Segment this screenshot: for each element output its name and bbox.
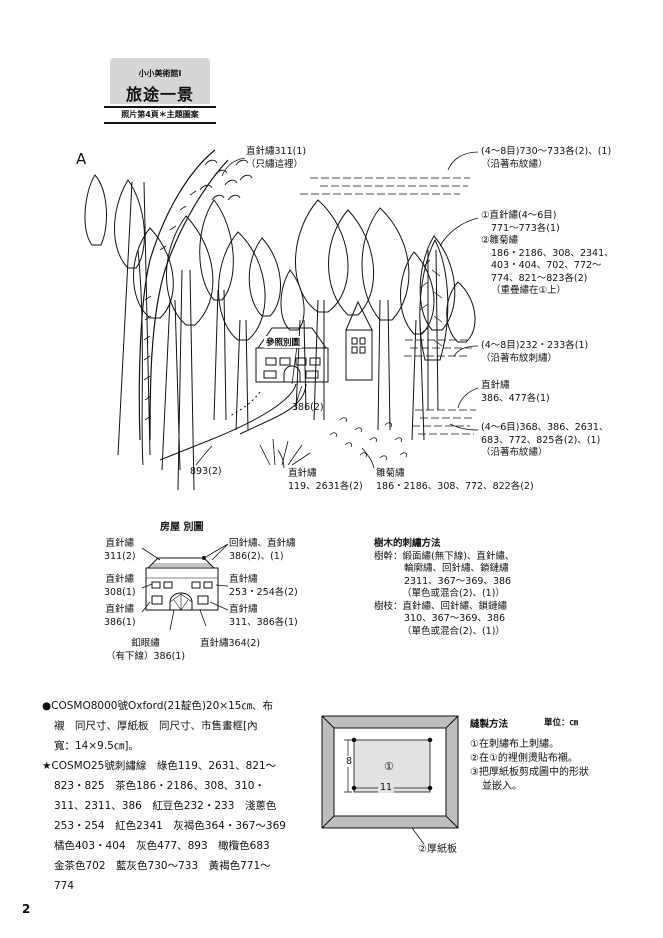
house-diagram-title: 房屋 別圖: [160, 522, 204, 533]
materials-line: 橘色403・404 灰色477、893 橄欖色683: [54, 840, 270, 852]
tree-method-line: （單色或混合(2)、(1)）: [402, 625, 505, 637]
label-line: 308(1): [104, 586, 136, 598]
label-leaves: 雛菊繡 186・2186、308、772、822各(2): [376, 468, 534, 493]
label-line: 386(1): [104, 616, 136, 628]
label-line: 直針繡: [105, 574, 135, 585]
materials-line: 311、2311、386 紅豆色232・233 淺蔥色: [54, 800, 277, 812]
sewing-unit: 單位：㎝: [544, 718, 579, 728]
section-label: A: [76, 150, 87, 168]
label-line: 774、821〜823各(2): [491, 272, 588, 284]
house-label-bottom-left: 釦眼繡 （有下線）386(1): [106, 638, 185, 663]
house-label-left1: 直針繡 311(2): [104, 538, 136, 563]
label-line: 回針繡、直針繡: [229, 538, 296, 549]
label-line: 186・2186、308、772、822各(2): [376, 480, 534, 492]
sewing-title: 縫製方法: [470, 719, 509, 730]
frame-diagram: [321, 715, 459, 845]
frame-dim-width: 11: [378, 782, 395, 793]
label-line: 直針繡311(1): [246, 146, 307, 157]
materials-line: 寬：14×9.5㎝]。: [54, 740, 139, 752]
label-path: 386(2): [292, 402, 324, 413]
tree-method-line: 2311、367〜369、386: [404, 575, 512, 587]
label-line: 直針繡: [105, 538, 135, 549]
label-line: 386(2)、(1): [229, 550, 284, 562]
frame-inner-label: ①: [384, 760, 394, 773]
tree-method-line: 310、367〜369、386: [404, 613, 506, 624]
label-straight-stitch: 直針繡 386、477各(1): [481, 380, 550, 405]
label-line: 直針繡: [229, 604, 258, 615]
frame-caption: ②厚紙板: [418, 844, 457, 855]
label-line: （重疊繡在①上）: [491, 285, 567, 296]
page-subtitle: 照片第4頁＊主題圖案: [121, 110, 199, 119]
materials-line: 823・825 茶色186・2186、308、310・: [54, 780, 265, 792]
materials-line: ●COSMO8000號Oxford(21靛色)20×15㎝、布: [42, 700, 273, 712]
sewing-step: ③把厚紙板剪成圖中的形狀: [470, 767, 589, 778]
sewing-step: ①在刺繡布上刺繡。: [470, 739, 559, 750]
house-label-right2: 直針繡 253・254各(2): [229, 574, 298, 599]
house-label-right3: 直針繡 311、386各(1): [229, 604, 298, 629]
page-title: 旅途一景: [125, 85, 194, 104]
materials-line: ★COSMO25號刺繡線 綠色119、2631、821〜: [42, 760, 277, 772]
label-fence-mid: (4〜8目)232・233各(1) （沿著布紋刺繡）: [481, 340, 588, 365]
label-line: （沿著布紋刺繡）: [481, 352, 558, 364]
title-header: 小小美術館Ⅰ 旅途一景 照片第4頁＊主題圖案: [104, 58, 216, 126]
house-diagram-wall: [145, 567, 219, 611]
label-line: 直針繡: [105, 604, 135, 615]
label-line: (4〜6目)368、386、2631、: [481, 422, 609, 433]
sewing-steps: ①在刺繡布上刺繡。 ②在①的裡側燙貼布襯。 ③把厚紙板剪成圖中的形狀 並嵌入。: [470, 738, 589, 794]
sewing-step: ②在①的裡側燙貼布襯。: [470, 753, 578, 764]
tree-method-line: 樹枝：直針繡、回針繡、鎖鏈繡: [374, 600, 508, 612]
label-line: (4〜8目)730〜733各(2)、(1): [481, 146, 612, 157]
label-line: 119、2631各(2): [288, 480, 363, 492]
frame-dim-height: 8: [346, 756, 353, 767]
materials-line: 襯 同尺寸、厚紙板 同尺寸、市售畫框[內: [54, 720, 258, 732]
label-line: ①直針繡(4〜6目): [481, 210, 557, 221]
house-diagram: [141, 543, 229, 631]
label-line: 403・404、702、772〜: [491, 260, 602, 271]
label-line: 直針繡: [229, 574, 258, 585]
house-label-right1: 回針繡、直針繡 386(2)、(1): [229, 538, 296, 563]
label-line: 771〜773各(1): [491, 222, 560, 234]
label-line: （沿著布紋繡）: [481, 158, 548, 170]
label-line: ②雛菊繡: [481, 235, 519, 246]
materials-line: 金茶色702 藍灰色730〜733 黃褐色771〜: [54, 860, 271, 872]
label-stitch-top-right: (4〜8目)730〜733各(2)、(1) （沿著布紋繡）: [481, 146, 611, 171]
label-line: 釦眼繡: [131, 638, 160, 649]
house-label-bottom-right: 直針繡364(2): [200, 638, 261, 649]
tree-method: 樹木的刺繡方法 樹幹：緞面繡(無下線)、直針繡、 輪廓繡、回針繡、鎖鏈繡 231…: [374, 538, 514, 638]
label-line: 386、477各(1): [481, 392, 550, 404]
label-line: 直針繡: [481, 380, 510, 391]
materials-line: 774: [54, 880, 75, 892]
header-bar: [104, 106, 216, 124]
label-line: (4〜8目)232・233各(1): [481, 340, 589, 351]
label-line: 683、772、825各(2)、(1): [481, 434, 601, 446]
label-line: 311(2): [104, 550, 136, 562]
landscape-illustration: [84, 149, 479, 491]
label-line: 253・254各(2): [229, 586, 298, 598]
label-line: 311、386各(1): [229, 616, 298, 628]
tree-method-title: 樹木的刺繡方法: [374, 538, 441, 549]
tree-method-line: （單色或混合(2)、(1)）: [402, 588, 505, 599]
label-tree-stitch: ①直針繡(4〜6目) 771〜773各(1) ②雛菊繡 186・2186、308…: [481, 210, 614, 298]
materials-list: ●COSMO8000號Oxford(21靛色)20×15㎝、布 襯 同尺寸、厚紙…: [42, 696, 286, 896]
page-number: 2: [22, 902, 31, 916]
series-title: 小小美術館Ⅰ: [138, 69, 182, 78]
house-sign: 參照別圖: [264, 336, 303, 348]
tree-method-line: 輪廓繡、回針繡、鎖鏈繡: [404, 563, 509, 574]
label-line: （沿著布紋繡）: [481, 447, 548, 458]
label-grass: 直針繡 119、2631各(2): [288, 468, 363, 493]
label-line: （有下線）386(1): [106, 650, 186, 662]
label-road: 893(2): [190, 466, 222, 477]
label-line: 186・2186、308、2341、: [491, 247, 614, 259]
label-stitch-top: 直針繡311(1) （只繡這裡）: [246, 146, 306, 171]
house-label-left2: 直針繡 308(1): [104, 574, 136, 599]
sewing-step: 並嵌入。: [482, 781, 522, 792]
tree-method-line: 樹幹：緞面繡(無下線)、直針繡、: [374, 550, 515, 562]
label-line: （只繡這裡）: [246, 158, 304, 170]
materials-line: 253・254 紅色2341 灰褐色364・367〜369: [54, 820, 286, 832]
house-label-left3: 直針繡 386(1): [104, 604, 136, 629]
label-line: 雛菊繡: [376, 468, 405, 479]
label-fence-low: (4〜6目)368、386、2631、 683、772、825各(2)、(1) …: [481, 422, 608, 460]
label-line: 直針繡: [288, 468, 317, 479]
header-background: [110, 58, 210, 104]
